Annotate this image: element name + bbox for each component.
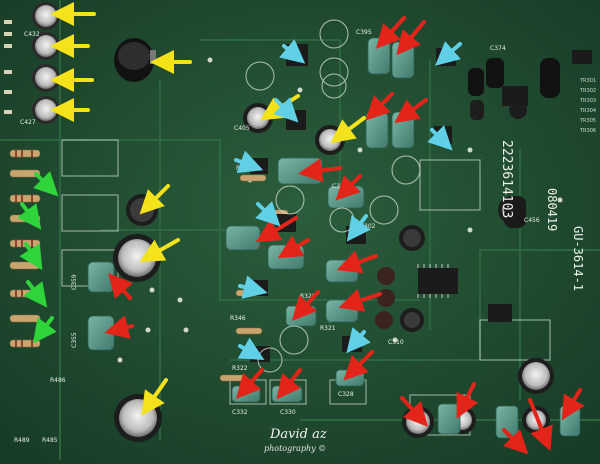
svg-text:R346: R346: [230, 315, 246, 322]
silkscreen-labels: C432 C427 C405 C395 C359 C355 C326 C332 …: [14, 29, 540, 444]
green-arrows: [17, 171, 59, 344]
ic-pins: [417, 264, 449, 298]
svg-text:C395: C395: [356, 29, 372, 36]
svg-text:R321: R321: [320, 325, 336, 332]
yellow-arrows: [50, 2, 366, 416]
cap-footprints: [245, 19, 421, 373]
svg-text:R489: R489: [14, 437, 30, 444]
svg-text:TR303: TR303: [579, 98, 596, 104]
svg-text:TR301: TR301: [579, 78, 596, 84]
svg-text:C310: C310: [388, 339, 404, 346]
svg-text:C432: C432: [24, 31, 40, 38]
svg-text:TR305: TR305: [579, 118, 596, 124]
red-arrows: [104, 16, 585, 455]
svg-text:C427: C427: [20, 119, 36, 126]
photographer-watermark: David az photography ©: [264, 427, 327, 453]
svg-text:R486: R486: [50, 377, 66, 384]
svg-text:TR306: TR306: [579, 128, 596, 134]
svg-text:C332: C332: [232, 409, 248, 416]
electrolytic-capacitors-right: [468, 58, 560, 228]
board-serial-markings: 2223614103 080419 GU-3614-1: [499, 140, 585, 291]
watermark-tagline: photography ©: [264, 444, 326, 453]
model-code: GU-3614-1: [571, 226, 585, 291]
svg-text:C374: C374: [490, 45, 506, 52]
svg-text:TR304: TR304: [579, 108, 596, 114]
svg-text:R485: R485: [42, 437, 58, 444]
serial-number: 2223614103: [499, 140, 514, 218]
svg-text:C328: C328: [338, 391, 354, 398]
svg-text:TR302: TR302: [579, 88, 596, 94]
right-edge-labels: TR301 TR302 TR303 TR304 TR305 TR306: [579, 78, 596, 134]
svg-text:C405: C405: [234, 125, 250, 132]
cyan-arrows: [234, 39, 462, 360]
date-code: 080419: [545, 188, 559, 231]
svg-text:C359: C359: [71, 274, 78, 290]
watermark-name: David az: [269, 427, 327, 442]
svg-text:C330: C330: [280, 409, 296, 416]
svg-text:C355: C355: [71, 332, 78, 348]
svg-text:R322: R322: [232, 365, 248, 372]
electrolytic-capacitor-large-top: [114, 38, 156, 82]
svg-text:C456: C456: [524, 217, 540, 224]
